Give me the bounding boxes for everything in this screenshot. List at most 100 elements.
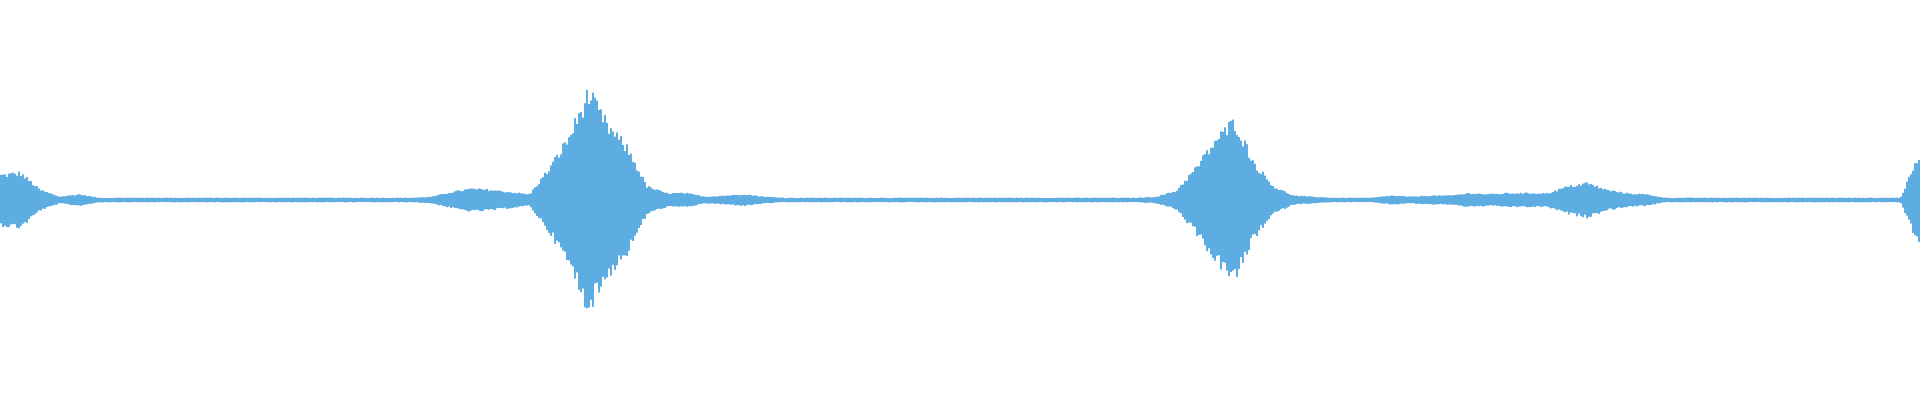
waveform-bar bbox=[880, 197, 882, 203]
waveform-bar bbox=[1062, 197, 1064, 203]
waveform-bar bbox=[1484, 194, 1486, 206]
waveform-bar bbox=[850, 197, 852, 203]
waveform-bar bbox=[1410, 196, 1412, 204]
waveform-bar bbox=[1044, 197, 1046, 203]
waveform-bar bbox=[1364, 197, 1366, 203]
waveform-bar bbox=[96, 197, 98, 203]
waveform-bar bbox=[266, 197, 268, 203]
waveform-bar bbox=[884, 197, 886, 202]
waveform-bar bbox=[476, 189, 478, 210]
waveform-bar bbox=[1878, 197, 1880, 202]
waveform-bar bbox=[128, 197, 130, 203]
waveform-bar bbox=[686, 192, 688, 207]
waveform-bar bbox=[1850, 197, 1852, 202]
waveform-bar bbox=[1808, 197, 1810, 203]
waveform-bar bbox=[1520, 192, 1522, 207]
waveform-bar bbox=[1882, 197, 1884, 203]
waveform-bar bbox=[606, 122, 608, 278]
waveform-bar bbox=[1872, 197, 1874, 202]
waveform-bar bbox=[480, 188, 482, 212]
waveform-bar bbox=[566, 144, 568, 260]
waveform-bar bbox=[1824, 197, 1826, 203]
waveform-bar bbox=[974, 198, 976, 203]
waveform-bar bbox=[30, 181, 32, 217]
waveform-bar bbox=[1696, 197, 1698, 203]
waveform-bar bbox=[630, 153, 632, 240]
waveform-bar bbox=[842, 197, 844, 203]
waveform-bar bbox=[282, 197, 284, 203]
waveform-bar bbox=[1264, 175, 1266, 224]
waveform-bar bbox=[1748, 197, 1750, 202]
waveform-bar bbox=[1904, 188, 1906, 214]
waveform-bar bbox=[1918, 159, 1920, 242]
waveform-bar bbox=[1154, 196, 1156, 204]
waveform-bar bbox=[1840, 197, 1842, 203]
waveform-bar bbox=[136, 197, 138, 203]
waveform-bar bbox=[254, 197, 256, 203]
waveform-bar bbox=[636, 170, 638, 233]
waveform-bar bbox=[1706, 198, 1708, 203]
waveform-bar bbox=[1558, 188, 1560, 210]
waveform-bar bbox=[162, 198, 164, 202]
waveform-bar bbox=[902, 197, 904, 203]
waveform-bar bbox=[490, 190, 492, 209]
waveform-bar bbox=[1320, 197, 1322, 203]
waveform-bar bbox=[978, 197, 980, 203]
waveform-bar bbox=[1098, 197, 1100, 203]
waveform-bar bbox=[1300, 195, 1302, 205]
waveform-bar bbox=[822, 197, 824, 203]
waveform-bar bbox=[1094, 197, 1096, 202]
waveform-bar bbox=[1050, 198, 1052, 203]
waveform-bar bbox=[1510, 193, 1512, 208]
waveform-bar bbox=[560, 154, 562, 248]
waveform-bar bbox=[456, 190, 458, 209]
waveform-bar bbox=[436, 195, 438, 205]
waveform-bar bbox=[640, 176, 642, 226]
waveform-bar bbox=[882, 197, 884, 203]
waveform-bar bbox=[1080, 197, 1082, 203]
waveform-bar bbox=[1532, 193, 1534, 207]
waveform-bar bbox=[834, 197, 836, 203]
waveform-bar bbox=[1826, 197, 1828, 202]
waveform-bar bbox=[1124, 197, 1126, 203]
waveform-bar bbox=[1656, 196, 1658, 204]
waveform-bar bbox=[240, 197, 242, 203]
waveform-bar bbox=[238, 198, 240, 203]
waveform-bar bbox=[212, 198, 214, 203]
waveform-bar bbox=[1116, 197, 1118, 203]
waveform-bar bbox=[1234, 131, 1236, 270]
waveform-bar bbox=[1760, 197, 1762, 203]
waveform-bar bbox=[342, 197, 344, 203]
waveform-bar bbox=[434, 196, 436, 204]
waveform-bar bbox=[104, 198, 106, 203]
waveform-bar bbox=[1008, 197, 1010, 203]
waveform-bar bbox=[1108, 197, 1110, 203]
waveform-bar bbox=[798, 198, 800, 203]
waveform-bar bbox=[1572, 186, 1574, 213]
waveform-bar bbox=[1066, 197, 1068, 202]
waveform-bar bbox=[1452, 195, 1454, 205]
waveform-bar bbox=[888, 198, 890, 203]
waveform-bar bbox=[1776, 198, 1778, 203]
waveform-bar bbox=[1130, 198, 1132, 203]
waveform-bar bbox=[964, 197, 966, 203]
waveform-bar bbox=[70, 195, 72, 205]
waveform-bar bbox=[1418, 196, 1420, 204]
waveform-bar bbox=[784, 198, 786, 202]
waveform-bar bbox=[666, 192, 668, 207]
waveform-bar bbox=[1292, 195, 1294, 205]
waveform-bar bbox=[506, 192, 508, 209]
waveform-bar bbox=[1142, 197, 1144, 203]
waveform-bar bbox=[860, 197, 862, 203]
waveform-bar bbox=[1876, 197, 1878, 203]
waveform-bar bbox=[416, 197, 418, 203]
waveform-bar bbox=[1560, 188, 1562, 211]
waveform-bar bbox=[944, 197, 946, 203]
waveform-bar bbox=[866, 198, 868, 203]
waveform-bar bbox=[1298, 196, 1300, 204]
waveform-bar bbox=[1472, 193, 1474, 207]
waveform-bar bbox=[552, 161, 554, 233]
waveform-bar bbox=[916, 197, 918, 203]
waveform-bar bbox=[498, 190, 500, 209]
waveform-bar bbox=[1284, 191, 1286, 209]
